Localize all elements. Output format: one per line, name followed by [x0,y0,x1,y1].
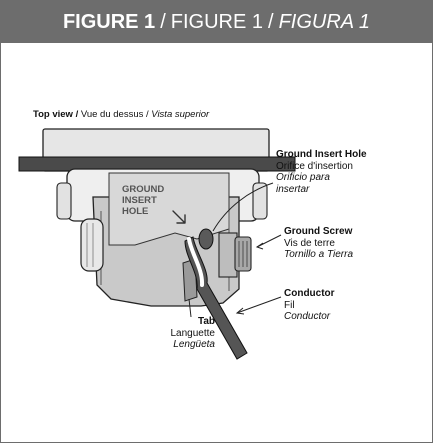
right-side-tab [252,182,268,220]
leader-conductor [236,296,282,314]
label-plate [108,172,230,246]
ground-insert-hole-en: Ground Insert Hole [276,149,367,160]
view-title-fr: Vue du dessus / [80,109,149,120]
ground-insert-hole [198,228,214,250]
callout-ground-insert-hole: Ground Insert Hole Orifice d'insertion O… [276,149,367,195]
conductor-insulation [187,237,205,287]
left-side-tab [56,182,72,220]
ground-insert-hole-es-1: Orificio para [276,172,330,183]
callout-ground-screw: Ground Screw Vis de terre Tornillo a Tie… [284,226,353,261]
tab-en: Tab [197,316,215,327]
tab-fr: Languette [170,327,216,339]
title-separator: / [160,10,166,33]
conductor-en: Conductor [284,288,335,299]
callout-conductor: Conductor Fil Conductor [284,288,335,323]
view-title-en: Top view / [33,109,79,120]
view-title: Top view / Vue du dessus / Vista superio… [33,109,209,120]
ground-insert-hole-es-2: insertar [276,183,310,195]
conductor-fr: Fil [284,299,295,311]
figure-title-en: FIGURE 1 [62,10,156,33]
ground-screw-es: Tornillo a Tierra [284,249,354,260]
figure-title-fr: FIGURE 1 [170,10,263,33]
leader-tab [188,298,192,318]
view-title-es: Vista superior [151,109,210,120]
ground-screw-fr: Vis de terre [284,237,335,249]
callout-tab: Tab Languette Lengüeta [141,316,216,351]
conductor-es: Conductor [284,311,331,322]
device-label-line2: INSERT [122,195,157,206]
device-label-line1: GROUND [122,184,164,195]
hole-arrow-icon [172,210,186,224]
title-separator: / [268,10,274,33]
ground-screw-plate [218,232,238,278]
figure-title-es: FIGURA 1 [278,10,371,33]
left-terminal-cap [80,218,104,272]
figure-header: FIGURE 1 / FIGURE 1 / FIGURA 1 [1,1,432,43]
leader-ground-insert [212,182,274,232]
ground-insert-hole-fr: Orifice d'insertion [276,160,353,172]
leader-conductor-head [235,307,245,315]
leader-ground-screw-head [255,242,264,250]
ground-screw-en: Ground Screw [284,226,353,237]
device-label-line3: HOLE [122,206,148,217]
tab-es: Lengüeta [173,339,215,350]
leader-ground-screw [256,234,282,248]
